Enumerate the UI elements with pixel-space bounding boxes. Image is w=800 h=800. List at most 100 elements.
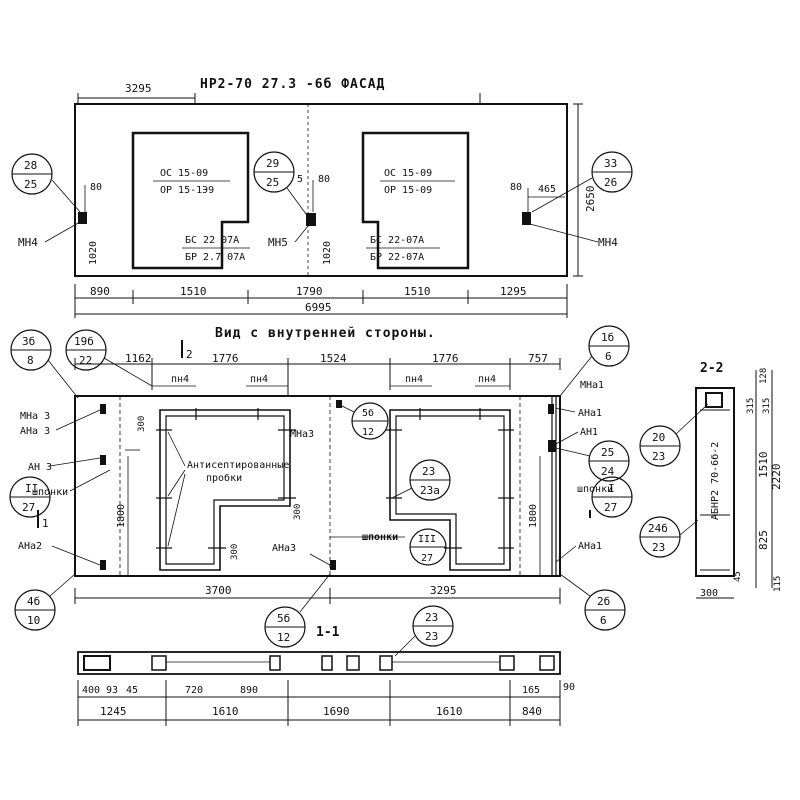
label-an3: АН 3 [28, 462, 52, 473]
callout-bubble: 24б 23 [639, 516, 699, 558]
inside-title: Вид с внутренней стороны. [215, 326, 436, 341]
dim-300: 300 [230, 544, 240, 560]
callout-bubble: 28 25 [11, 153, 81, 213]
svg-text:II: II [25, 482, 38, 495]
section-22-profile [695, 387, 735, 577]
facade-panel [74, 103, 568, 277]
svg-text:25: 25 [24, 178, 37, 191]
dim-128: 128 [759, 368, 769, 384]
callout-bubble: 5б 12 [337, 402, 389, 440]
dim-bottom-4: 1295 [500, 285, 527, 298]
dim-115: 115 [773, 576, 783, 592]
wr-line1: ОС 15-09 [384, 168, 432, 179]
dim-300: 300 [293, 504, 303, 520]
svg-text:12: 12 [277, 631, 290, 644]
dim-height: 2650 [584, 186, 597, 213]
dim-5: 5 [297, 174, 303, 185]
section-22-title: 2-2 [700, 361, 723, 376]
svg-text:25: 25 [601, 446, 614, 459]
section-mark-1: 1 [42, 517, 49, 530]
label-ana3: АНа 3 [20, 426, 50, 437]
dim-315b: 315 [762, 398, 772, 414]
window-opening-right [361, 131, 470, 270]
dim-3700: 3700 [205, 584, 232, 597]
dim-bottom-2: 1790 [296, 285, 323, 298]
svg-text:27: 27 [22, 501, 35, 514]
svg-text:4б: 4б [27, 595, 40, 608]
facade-title: НР2-70 27.3 -6б ФАСАД [200, 77, 385, 92]
dim-2220: 2220 [770, 464, 783, 491]
svg-text:26: 26 [604, 176, 617, 189]
dim-in-2: 1524 [320, 352, 347, 365]
dim-300: 300 [137, 416, 147, 432]
svg-text:25: 25 [266, 176, 279, 189]
dim-90: 90 [563, 682, 575, 693]
wr-line2: ОР 15-09 [384, 185, 432, 196]
svg-text:3б: 3б [22, 335, 35, 348]
svg-text:23: 23 [652, 450, 665, 463]
svg-text:19б: 19б [74, 335, 94, 348]
label-ana3-bot: АНа3 [272, 543, 296, 554]
label-mn4-right: МН4 [598, 236, 618, 249]
svg-text:27: 27 [421, 553, 433, 564]
section-11-profile [77, 651, 561, 675]
svg-text:5б: 5б [362, 407, 374, 419]
svg-text:23а: 23а [420, 484, 440, 497]
dim-1020: 1020 [322, 241, 333, 265]
dim-1800-right: 1800 [528, 504, 539, 528]
svg-text:12: 12 [362, 427, 374, 438]
dim-465: 465 [538, 184, 556, 195]
svg-text:10: 10 [27, 614, 40, 627]
svg-text:22: 22 [79, 354, 92, 367]
label-mna3: МНа 3 [20, 411, 50, 422]
dim-165: 165 [522, 685, 540, 696]
label-ana1-top: АНа1 [578, 408, 602, 419]
dim-s11-3: 1610 [436, 705, 463, 718]
dim-s11-1: 1610 [212, 705, 239, 718]
svg-text:24: 24 [601, 465, 615, 478]
dim-1020: 1020 [88, 241, 99, 265]
section-22-label: АБНР2 70-6б-2 [709, 442, 721, 520]
callout-bubble: 25 24 [555, 440, 630, 482]
wl-line3: БС 22 07А [185, 235, 239, 246]
callout-bubble: 3б 8 [10, 329, 79, 399]
callout-bubble: 20 23 [639, 403, 709, 467]
embed-mn4-left [78, 212, 87, 224]
dim-890: 890 [240, 685, 258, 696]
label-probki: пробки [206, 472, 242, 484]
svg-text:23: 23 [422, 465, 435, 478]
label-shponki-mid: шпонки [362, 532, 398, 543]
inside-opening-right [389, 409, 511, 571]
label-pn4: пн4 [478, 374, 496, 385]
dim-300-w: 300 [700, 588, 718, 599]
callout-bubble: 23 23а [391, 459, 451, 501]
facade-dim-top: 3295 [125, 82, 152, 95]
section-11-title: 1-1 [316, 625, 340, 640]
svg-text:27: 27 [604, 501, 617, 514]
dim-93: 93 [106, 685, 118, 696]
dim-bottom-3: 1510 [404, 285, 431, 298]
dim-720: 720 [185, 685, 203, 696]
svg-text:6: 6 [605, 350, 612, 363]
callout-bubble: 29 25 [253, 151, 307, 215]
svg-text:28: 28 [24, 159, 37, 172]
dim-400: 400 [82, 685, 100, 696]
label-mna1: МНа1 [580, 380, 604, 391]
wr-line4: БР 22-07А [370, 252, 424, 263]
callout-bubble: I 27 [591, 476, 633, 518]
callout-bubble: 5б 12 [264, 573, 331, 648]
dim-bottom-0: 890 [90, 285, 110, 298]
dim-45: 45 [126, 685, 138, 696]
wl-line4: БР 2.7 07А [185, 252, 245, 263]
dim-s11-4: 840 [522, 705, 542, 718]
wl-line1: ОС 15-09 [160, 168, 208, 179]
antiseptic-plugs [156, 408, 514, 549]
label-pn4: пн4 [171, 374, 189, 385]
dim-total: 6995 [305, 301, 332, 314]
svg-text:29: 29 [266, 157, 279, 170]
wr-line3: БС 22-07А [370, 235, 424, 246]
dim-1510: 1510 [757, 452, 770, 479]
section-mark-2: 2 [186, 348, 193, 361]
inside-opening-left [159, 409, 291, 571]
inside-panel [74, 395, 561, 577]
